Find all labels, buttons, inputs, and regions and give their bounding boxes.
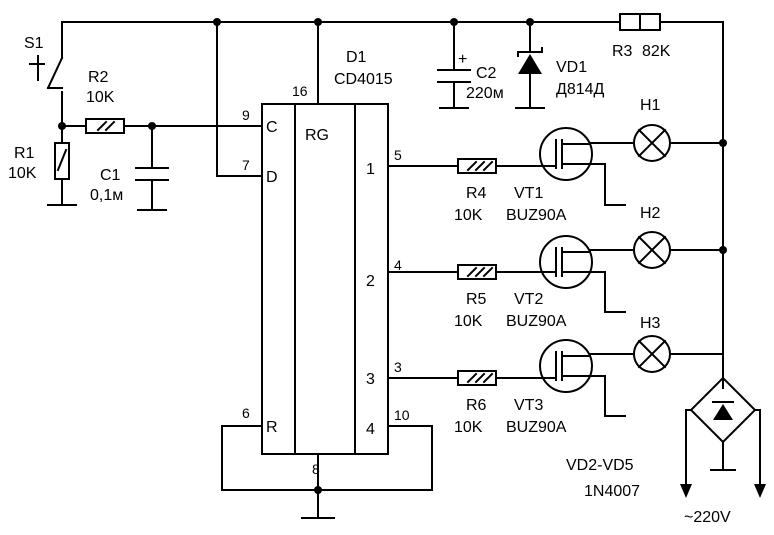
r3-value: 82K (642, 43, 671, 60)
pin-q4-number: 10 (394, 407, 410, 423)
vd1-value: Д814Д (556, 81, 605, 98)
r3-resistor (619, 13, 661, 31)
pin-d-label: D (266, 169, 278, 186)
vt3-mosfet (539, 339, 606, 417)
vt1-name: VT1 (514, 185, 543, 202)
pin-o1-label: 1 (366, 161, 375, 178)
pin-q1-number: 5 (394, 147, 402, 163)
h1-lamp (633, 124, 671, 162)
c2-capacitor (437, 21, 471, 109)
pin-r-label: R (266, 419, 278, 436)
r2-resistor (61, 118, 263, 134)
vt1-part: BUZ90A (506, 207, 567, 224)
vt2-part: BUZ90A (506, 313, 567, 330)
channel-3 (387, 335, 724, 417)
c1-capacitor (135, 125, 169, 211)
channel-2 (387, 231, 724, 313)
ic-function: RG (305, 127, 329, 144)
pin-gnd-number: 8 (312, 461, 320, 477)
pin-q3-number: 3 (394, 359, 402, 375)
ic-name: D1 (346, 49, 367, 66)
c2-polarity: + (458, 51, 467, 68)
vt3-name: VT3 (514, 397, 543, 414)
pin-o3-label: 3 (366, 371, 375, 388)
c2-name: C2 (476, 65, 497, 82)
vt2-mosfet (539, 235, 606, 313)
pin-q2-number: 4 (394, 257, 402, 273)
c1-name: C1 (100, 167, 121, 184)
r6-value: 10K (454, 419, 483, 436)
h3-lamp (633, 335, 671, 373)
vt3-part: BUZ90A (506, 419, 567, 436)
data-input-wire (216, 21, 263, 177)
r4-value: 10K (454, 207, 483, 224)
pin-vdd-number: 16 (292, 83, 308, 99)
pin-c-label: C (266, 119, 278, 136)
pin-o4-label: 4 (366, 421, 375, 438)
r1-name: R1 (14, 145, 35, 162)
r2-value: 10K (86, 89, 115, 106)
r1-value: 10K (8, 165, 37, 182)
c1-value: 0,1м (90, 187, 123, 204)
h2-lamp (633, 231, 671, 269)
top-rail (61, 18, 727, 389)
r5-name: R5 (466, 291, 487, 308)
r5-resistor (457, 264, 497, 280)
vd1-zener-diode (515, 21, 545, 109)
ic-part: CD4015 (334, 71, 393, 88)
supply-label: ~220V (684, 509, 731, 526)
bridge-name: VD2-VD5 (566, 457, 634, 474)
r4-resistor (457, 158, 497, 174)
r1-resistor (47, 142, 77, 206)
r3-name: R3 (612, 43, 633, 60)
bridge-part: 1N4007 (584, 483, 640, 500)
pin-o2-label: 2 (366, 273, 375, 290)
h1-name: H1 (640, 97, 661, 114)
diode-bridge (680, 376, 766, 498)
ic-d1 (261, 103, 389, 455)
pin-data-number: 7 (242, 157, 250, 173)
vd1-name: VD1 (556, 59, 587, 76)
s1-name: S1 (24, 35, 44, 52)
c2-value: 220м (466, 85, 504, 102)
channel-1 (387, 124, 724, 206)
r6-name: R6 (466, 397, 487, 414)
r4-name: R4 (466, 185, 487, 202)
h2-name: H2 (640, 205, 661, 222)
vt1-mosfet (539, 127, 606, 206)
vt2-name: VT2 (514, 291, 543, 308)
r5-value: 10K (454, 313, 483, 330)
h3-name: H3 (640, 315, 661, 332)
pin-clock-number: 9 (242, 107, 250, 123)
r6-resistor (457, 370, 497, 386)
r2-name: R2 (88, 69, 109, 86)
pin-reset-number: 6 (242, 405, 250, 421)
